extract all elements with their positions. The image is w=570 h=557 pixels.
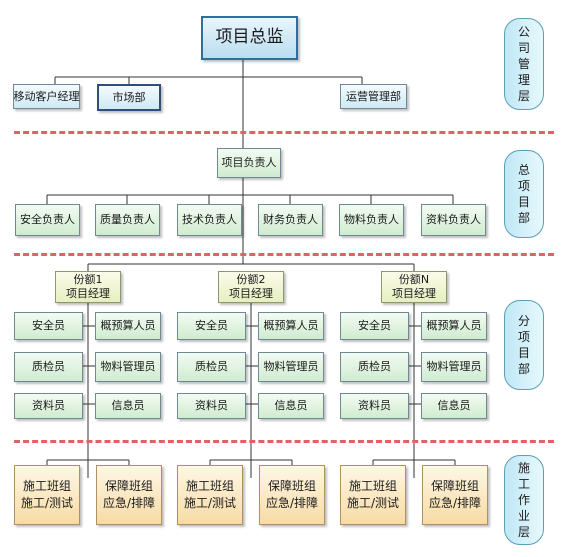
share-n-safety-officer: 安全员: [340, 312, 409, 340]
layer-char: 公: [517, 24, 530, 39]
share-n-quality-inspector: 质检员: [340, 352, 409, 382]
share-n-manager-box: 份额N 项目经理: [381, 271, 447, 303]
team-duty: 应急/排障: [265, 496, 319, 510]
layer-divider-2: [14, 253, 554, 256]
share-1-materials-admin: 物料管理员: [95, 352, 161, 382]
layer-char: 层: [517, 89, 530, 104]
share-1-safety-officer: 安全员: [14, 312, 83, 340]
share-role: 项目经理: [392, 287, 436, 300]
share-2-construction-team: 施工班组 施工/测试: [177, 465, 243, 525]
layer-label-construction-layer: 施 工 作 业 层: [504, 455, 544, 545]
finance-head-box: 财务负责人: [258, 204, 323, 236]
materials-head-box: 物料负责人: [339, 204, 404, 236]
layer-char: 工: [517, 476, 530, 491]
layer-char: 目: [517, 346, 530, 360]
team-duty: 施工/测试: [183, 496, 237, 510]
team-name: 保障班组: [267, 478, 316, 493]
layer-char: 部: [517, 211, 530, 226]
layer-char: 分: [517, 313, 530, 328]
share-n-construction-team: 施工班组 施工/测试: [340, 465, 406, 525]
share-n-budget-staff: 概预算人员: [421, 312, 487, 340]
share-1-support-team: 保障班组 应急/排障: [96, 465, 162, 525]
layer-char: 理: [517, 73, 530, 88]
share-2-materials-admin: 物料管理员: [258, 352, 324, 382]
share-2-info-officer: 信息员: [258, 393, 324, 419]
share-name: 份额1: [73, 273, 103, 287]
layer-label-sub-project-dept: 分 项 目 部: [504, 300, 544, 390]
tech-head-box: 技术负责人: [177, 204, 242, 236]
layer-label-general-project-dept: 总 项 目 部: [504, 150, 544, 238]
share-1-manager-box: 份额1 项目经理: [55, 271, 121, 303]
share-n-document-clerk: 资料员: [340, 393, 409, 419]
share-2-quality-inspector: 质检员: [177, 352, 246, 382]
share-1-document-clerk: 资料员: [14, 393, 83, 419]
share-1-info-officer: 信息员: [95, 393, 161, 419]
share-name: 份额2: [236, 273, 266, 287]
team-name: 保障班组: [104, 478, 153, 493]
share-1-budget-staff: 概预算人员: [95, 312, 161, 340]
project-head-box: 项目负责人: [217, 148, 281, 178]
layer-label-company-management: 公 司 管 理 层: [504, 18, 544, 110]
operations-dept-box: 运营管理部: [340, 84, 407, 109]
layer-char: 业: [517, 509, 530, 524]
quality-head-box: 质量负责人: [95, 204, 160, 236]
project-director-box: 项目总监: [201, 16, 298, 60]
share-2-document-clerk: 资料员: [177, 393, 246, 419]
documents-head-box: 资料负责人: [421, 204, 486, 236]
team-duty: 应急/排障: [102, 496, 156, 510]
mobile-account-manager-box: 移动客户经理: [13, 84, 80, 109]
team-name: 施工班组: [22, 478, 71, 493]
share-name: 份额N: [398, 273, 430, 287]
share-1-quality-inspector: 质检员: [14, 352, 83, 382]
marketing-dept-box: 市场部: [97, 84, 161, 111]
layer-char: 管: [517, 56, 530, 71]
share-n-materials-admin: 物料管理员: [421, 352, 487, 382]
layer-char: 部: [517, 362, 530, 377]
share-n-info-officer: 信息员: [421, 393, 487, 419]
layer-char: 目: [517, 195, 530, 209]
team-duty: 施工/测试: [20, 496, 74, 510]
share-role: 项目经理: [66, 287, 110, 300]
share-role: 项目经理: [229, 287, 273, 300]
team-duty: 应急/排障: [428, 496, 482, 510]
share-2-budget-staff: 概预算人员: [258, 312, 324, 340]
layer-divider-3: [14, 440, 554, 443]
team-name: 保障班组: [430, 478, 479, 493]
share-2-safety-officer: 安全员: [177, 312, 246, 340]
safety-head-box: 安全负责人: [15, 204, 80, 236]
layer-char: 施: [517, 460, 530, 475]
layer-char: 作: [517, 492, 530, 507]
share-2-manager-box: 份额2 项目经理: [218, 271, 284, 303]
share-2-support-team: 保障班组 应急/排障: [259, 465, 325, 525]
team-name: 施工班组: [185, 478, 234, 493]
layer-char: 项: [517, 329, 530, 344]
layer-char: 总: [517, 162, 530, 177]
team-duty: 施工/测试: [346, 496, 400, 510]
share-n-support-team: 保障班组 应急/排障: [422, 465, 488, 525]
share-1-construction-team: 施工班组 施工/测试: [14, 465, 80, 525]
layer-char: 层: [517, 525, 530, 540]
layer-divider-1: [14, 131, 554, 134]
team-name: 施工班组: [348, 478, 397, 493]
layer-char: 司: [517, 40, 530, 55]
layer-char: 项: [517, 178, 530, 193]
